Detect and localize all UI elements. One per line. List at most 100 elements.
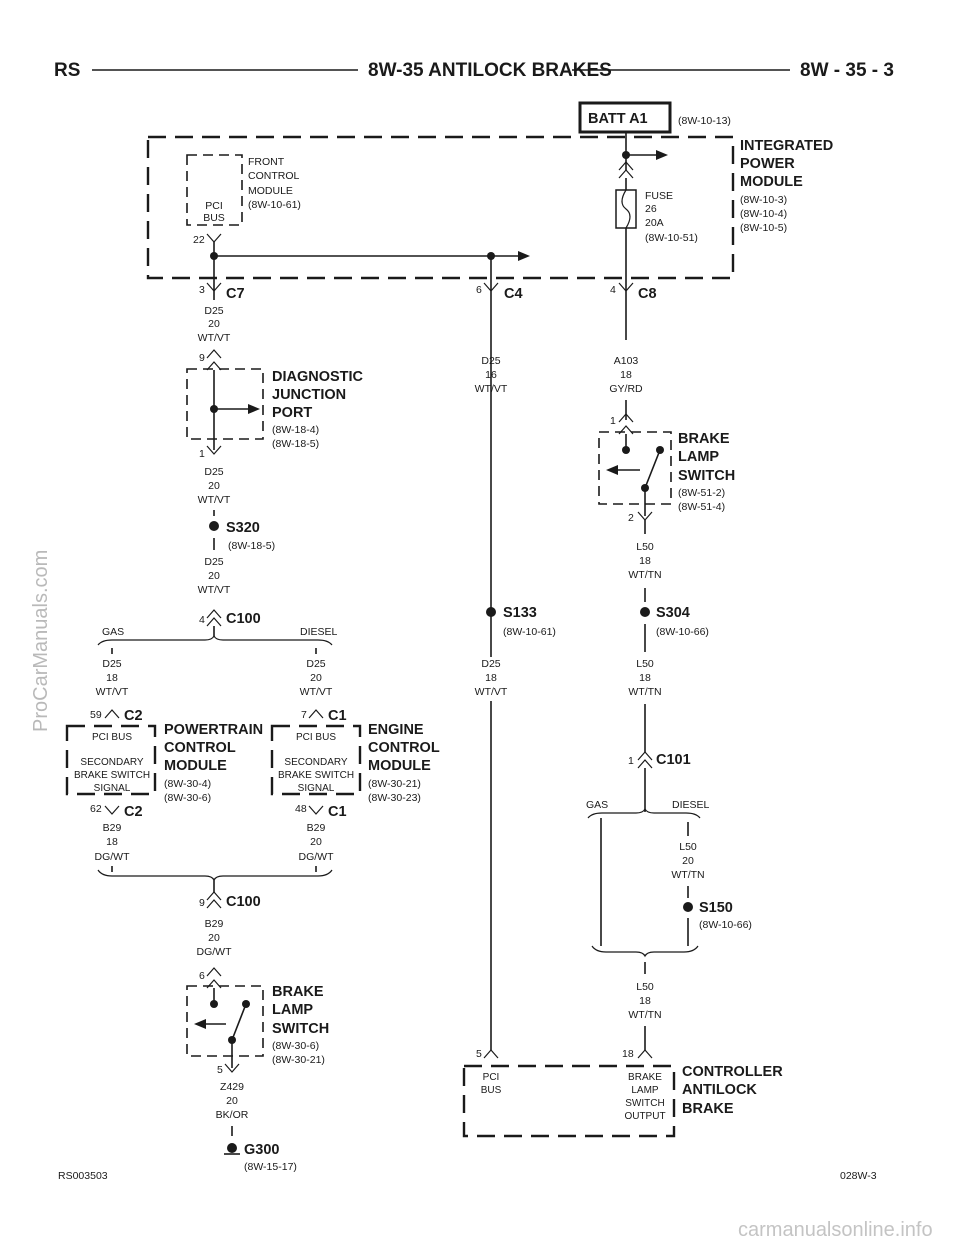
wire-d25-c4: D25 16 WT/VT	[475, 355, 508, 395]
wire-b29-diesel: B29 20 DG/WT	[299, 822, 334, 872]
connector-c100-upper: 4 C100 GAS DIESEL	[97, 609, 338, 654]
pcm-bus-label: PCI BUS	[92, 732, 132, 743]
c7-pin: 3	[199, 284, 205, 296]
bls-upper-pin-bottom: 2	[628, 512, 634, 524]
wire-color: WT/VT	[300, 686, 333, 698]
pcm-signal-line3: SIGNAL	[94, 783, 131, 794]
wire-l50-s304-to-c101: L50 18 WT/TN	[628, 658, 662, 752]
connector-c7: 3 C7	[199, 278, 245, 302]
cab-name-line1: CONTROLLER	[682, 1064, 783, 1080]
dlc-ref2: (8W-18-5)	[272, 438, 319, 450]
s150-ref: (8W-10-66)	[699, 919, 752, 931]
wire-gauge: 18	[639, 672, 651, 684]
c100-lower-pin: 9	[199, 897, 205, 909]
bls-upper-ref1: (8W-51-2)	[678, 487, 725, 499]
fcm-label-line3: MODULE	[248, 185, 293, 197]
page-header: RS 8W-35 ANTILOCK BRAKES 8W - 35 - 3	[54, 60, 894, 81]
wire-gauge: 20	[226, 1095, 238, 1107]
batt-a1-label: BATT A1	[588, 111, 648, 127]
wire-circuit: B29	[307, 822, 326, 834]
c100-upper-name: C100	[226, 611, 261, 627]
wire-gauge: 18	[106, 672, 118, 684]
wire-color: WT/TN	[628, 1009, 661, 1021]
ecm-signal-line1: SECONDARY	[284, 757, 347, 768]
brake-lamp-switch-lower: 6 BRAKE LAMP SWITCH (8W-30-6) (8W-30-21)…	[186, 967, 329, 1076]
g300-ref: (8W-15-17)	[244, 1161, 297, 1173]
fcm-pci-line2: BUS	[203, 212, 225, 224]
ecm-name-line2: CONTROL	[368, 740, 440, 756]
header-page-number: 8W - 35 - 3	[800, 60, 894, 81]
wire-b29-c100-to-bls: B29 20 DG/WT	[197, 918, 233, 958]
wire-gauge: 16	[485, 369, 497, 381]
wire-gauge: 18	[639, 995, 651, 1007]
pcm-name-line3: MODULE	[164, 758, 227, 774]
wire-circuit: D25	[481, 355, 500, 367]
wire-gauge: 20	[682, 855, 694, 867]
ipm-ref3: (8W-10-5)	[740, 222, 787, 234]
dlc-pin-bottom: 1	[199, 448, 205, 460]
engine-control-module: 7 C1 PCI BUS SECONDARY BRAKE SWITCH SIGN…	[270, 708, 440, 820]
c100-upper-gas-label: GAS	[102, 626, 124, 638]
wire-a103: A103 18 GY/RD	[609, 355, 643, 420]
bls-lower-pin-top: 6	[199, 970, 205, 982]
wire-color: WT/TN	[628, 686, 661, 698]
wire-color: WT/VT	[475, 686, 508, 698]
batt-a1-source: BATT A1 (8W-10-13)	[578, 101, 731, 170]
splice-s304: S304 (8W-10-66)	[640, 605, 709, 652]
wire-color: GY/RD	[609, 383, 643, 395]
bls-lower-name-line3: SWITCH	[272, 1021, 329, 1037]
cab-pci-line2: BUS	[481, 1085, 502, 1096]
brake-lamp-switch-upper: 1 BRAKE LAMP SWITCH (8W-51-2) (8W-51-4) …	[598, 413, 735, 534]
connector-c100-lower: 9 C100	[97, 869, 333, 910]
fcm-label-line2: CONTROL	[248, 170, 299, 182]
wire-color: WT/VT	[198, 494, 231, 506]
watermark-bottom: carmanualsonline.info	[738, 1219, 933, 1241]
c4-pin: 6	[476, 284, 482, 296]
dlc-name-line3: PORT	[272, 405, 312, 421]
bls-upper-name-line2: LAMP	[678, 449, 719, 465]
dlc-name-line1: DIAGNOSTIC	[272, 369, 364, 385]
ecm-pin-top: 7	[301, 709, 307, 721]
wire-gauge: 18	[620, 369, 632, 381]
wire-circuit: D25	[204, 556, 223, 568]
pcm-ref1: (8W-30-4)	[164, 778, 211, 790]
c101-gas-label: GAS	[586, 799, 608, 811]
wire-circuit: L50	[636, 541, 654, 553]
pcm-conn-top: C2	[124, 708, 143, 724]
bls-upper-ref2: (8W-51-4)	[678, 501, 725, 513]
wire-circuit: L50	[636, 658, 654, 670]
s320-ref: (8W-18-5)	[228, 540, 275, 552]
fcm-label-line1: FRONT	[248, 156, 285, 168]
ipm-ref2: (8W-10-4)	[740, 208, 787, 220]
wire-circuit: D25	[306, 658, 325, 670]
g300-name: G300	[244, 1142, 279, 1158]
wire-color-gauge: 20	[208, 570, 220, 582]
wire-l50-diesel: L50 20 WT/TN	[671, 841, 705, 898]
wire-color: BK/OR	[216, 1109, 249, 1121]
bls-upper-name-line3: SWITCH	[678, 468, 735, 484]
cab-name-line2: ANTILOCK	[682, 1082, 757, 1098]
ecm-signal-line2: BRAKE SWITCH	[278, 770, 354, 781]
wire-l50-bls-to-s304: L50 18 WT/TN	[628, 541, 662, 602]
ipm-ref1: (8W-10-3)	[740, 194, 787, 206]
cab-output-line3: SWITCH	[625, 1098, 664, 1109]
wire-d25-s133-to-cab: D25 18 WT/VT	[470, 657, 512, 701]
wire-color: DG/WT	[95, 851, 131, 863]
pcm-name-line2: CONTROL	[164, 740, 236, 756]
wire-d25-s320-to-c100: D25 20 WT/VT	[198, 556, 231, 596]
pcm-signal-line2: BRAKE SWITCH	[74, 770, 150, 781]
pcm-pin-top: 59	[90, 709, 102, 721]
fcm-pin: 22	[193, 234, 205, 246]
s133-name: S133	[503, 605, 537, 621]
header-section-code: RS	[54, 60, 80, 81]
c7-name: C7	[226, 286, 245, 302]
ecm-bus-label: PCI BUS	[296, 732, 336, 743]
wire-gauge: 20	[310, 836, 322, 848]
fuse-ref: (8W-10-51)	[645, 232, 698, 244]
ecm-name-line3: MODULE	[368, 758, 431, 774]
pcm-pin-bottom: 62	[90, 803, 102, 815]
wire-b29-gas: B29 18 DG/WT	[95, 822, 131, 872]
c100-upper-diesel-label: DIESEL	[300, 626, 338, 638]
s150-name: S150	[699, 900, 733, 916]
ecm-name-line1: ENGINE	[368, 722, 424, 738]
